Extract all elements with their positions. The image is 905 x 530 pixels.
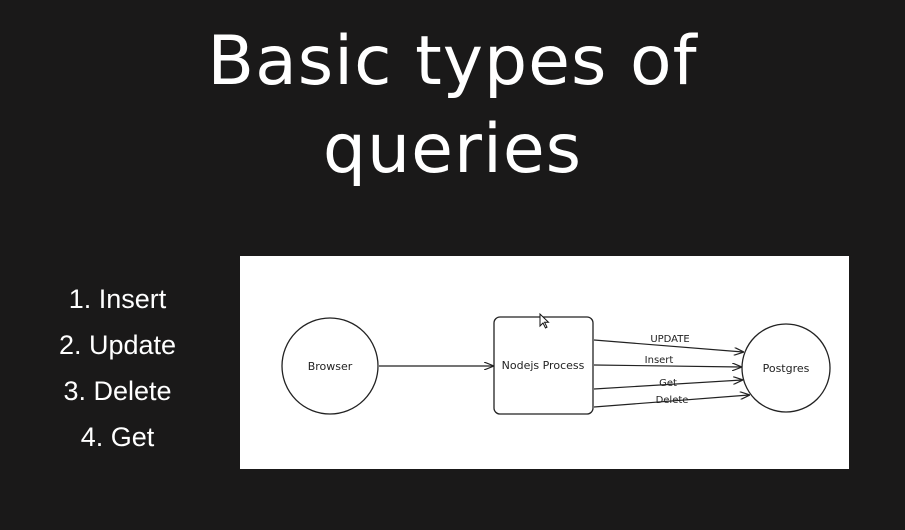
update-arrow-label: UPDATE [650, 334, 689, 345]
architecture-diagram: Browser Nodejs Process Postgres UPDATE I… [240, 256, 849, 469]
insert-arrow-label: Insert [645, 355, 674, 366]
list-item-delete: 3. Delete [63, 376, 172, 406]
slide-title: Basic types of queries [0, 18, 905, 194]
browser-node-label: Browser [308, 360, 353, 373]
insert-arrow [593, 365, 741, 367]
list-item-get: 4. Get [80, 422, 155, 452]
slide-title-line-2: queries [322, 110, 583, 189]
browser-node [281, 317, 379, 415]
postgres-node-label: Postgres [763, 362, 810, 375]
list-item-update: 2. Update [58, 330, 177, 360]
update-arrow [593, 339, 743, 352]
query-type-list: 1. Insert 2. Update 3. Delete 4. Get [30, 276, 205, 460]
slide-title-line-1: Basic types of [207, 22, 698, 101]
nodejs-process-node-label: Nodejs Process [502, 359, 585, 372]
delete-arrow-label: Delete [656, 395, 689, 406]
diagram-canvas: Browser Nodejs Process Postgres UPDATE I… [281, 312, 831, 415]
delete-arrow [593, 395, 749, 408]
get-arrow-label: Get [659, 378, 677, 389]
list-item-insert: 1. Insert [68, 284, 167, 314]
mouse-cursor-icon [539, 312, 550, 329]
get-arrow [593, 380, 742, 390]
